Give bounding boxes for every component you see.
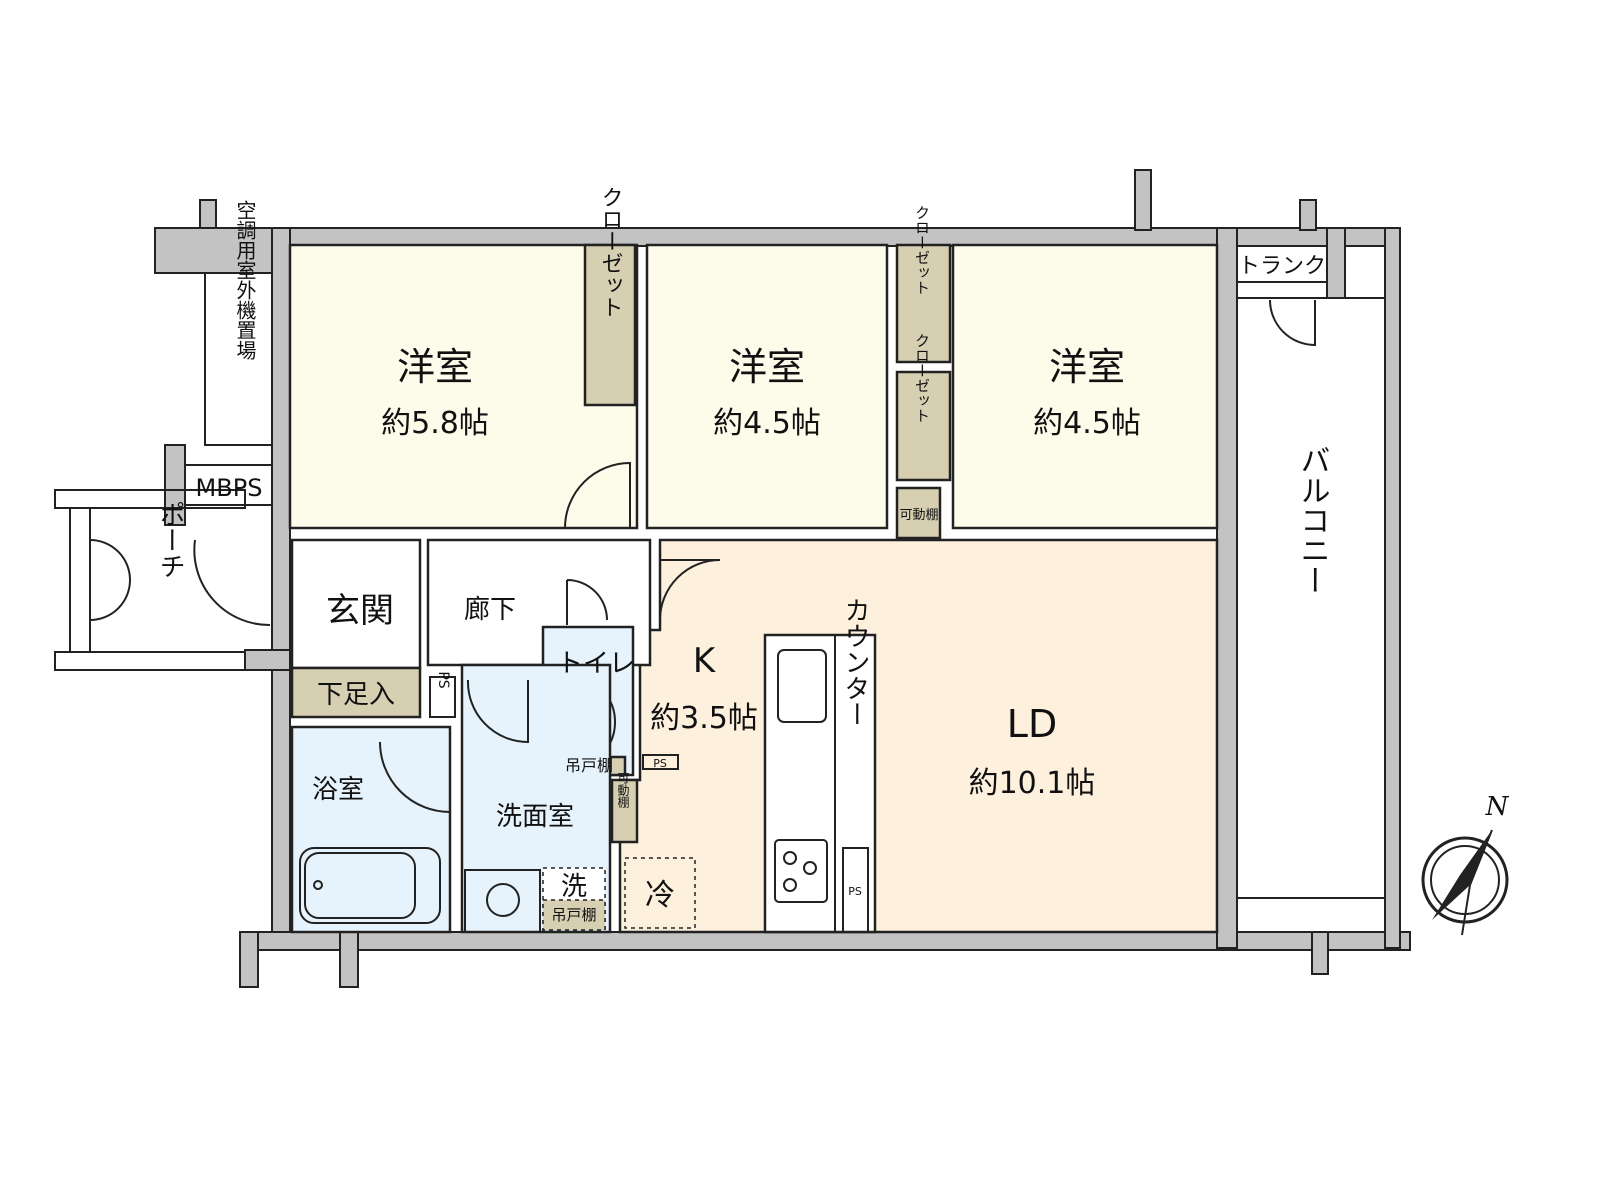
- stove-icon: [774, 839, 828, 903]
- shoe-storage-label: 下足入: [317, 680, 395, 710]
- ld-label: LD: [1007, 702, 1057, 746]
- ac-unit-label: 空調用室外機置場: [233, 200, 257, 360]
- ps-kitchen: [842, 847, 869, 933]
- bathroom-label: 浴室: [312, 775, 364, 805]
- entrance-label: 玄関: [326, 591, 394, 631]
- movable-shelf-2-label: 可動棚: [616, 772, 630, 809]
- balcony: [1236, 297, 1386, 899]
- toilet-label: トイレ: [557, 649, 635, 679]
- room-bathroom: [290, 725, 452, 934]
- bedroom-2-size: 約4.5帖: [713, 406, 821, 441]
- porch: [54, 489, 246, 509]
- room-bedroom-1: [288, 243, 639, 530]
- counter-label: カウンター: [840, 597, 870, 727]
- balcony-label: バルコニー: [1295, 445, 1330, 595]
- closet-2-label: クローゼット: [913, 205, 931, 295]
- room-bedroom-3: [951, 243, 1219, 530]
- washer-shelf-label: 吊戸棚: [551, 906, 596, 924]
- room-bedroom-2: [645, 243, 889, 530]
- kitchen-counter: [763, 633, 877, 934]
- closet-3-label: クローゼット: [913, 333, 931, 423]
- hallway-label: 廊下: [464, 595, 516, 625]
- toilet-shelf-label: 吊戸棚: [565, 756, 613, 775]
- ld-size: 約10.1帖: [969, 766, 1096, 801]
- bedroom-1-size: 約5.8帖: [381, 406, 489, 441]
- movable-shelf-1-label: 可動棚: [899, 508, 938, 523]
- mbps-label: MBPS: [196, 474, 263, 502]
- sink-icon: [777, 649, 827, 723]
- ps-entrance: [429, 676, 456, 718]
- movable-shelf-2: [610, 778, 639, 844]
- north-label: N: [1485, 792, 1510, 822]
- bathtub-icon: [299, 847, 441, 924]
- kitchen-size: 約3.5帖: [650, 701, 758, 736]
- porch-label: ポーチ: [155, 501, 185, 579]
- ps-kitchen-label: PS: [848, 885, 862, 898]
- bedroom-2-label: 洋室: [729, 345, 805, 389]
- ps-entrance-label: PS: [435, 671, 451, 688]
- fridge-space: [624, 857, 696, 929]
- room-ldk: [618, 538, 1219, 934]
- fridge-label: 冷: [645, 878, 675, 913]
- ps-toilet-label: PS: [653, 757, 667, 770]
- closet-1-label: クローゼット: [598, 186, 623, 318]
- washer-label: 洗: [561, 872, 587, 902]
- shoe-storage: [290, 666, 422, 719]
- washbasin-icon: [486, 883, 520, 917]
- movable-shelf-1: [895, 486, 942, 540]
- bedroom-1-label: 洋室: [397, 345, 473, 389]
- kitchen-label: K: [693, 641, 717, 681]
- exterior-walls: [154, 169, 1411, 988]
- ac-unit-space: [204, 272, 273, 446]
- bedroom-3-label: 洋室: [1049, 345, 1125, 389]
- bedroom-3-size: 約4.5帖: [1033, 406, 1141, 441]
- closet-2: [895, 243, 952, 364]
- closet-3: [895, 370, 952, 482]
- trunk-label: トランク: [1238, 254, 1326, 279]
- washroom-label: 洗面室: [496, 802, 574, 832]
- ps-toilet: [642, 754, 679, 770]
- mbps: [184, 464, 273, 506]
- trunk: [1236, 245, 1328, 283]
- north-compass-icon: [1421, 829, 1509, 936]
- closet-1: [583, 243, 637, 407]
